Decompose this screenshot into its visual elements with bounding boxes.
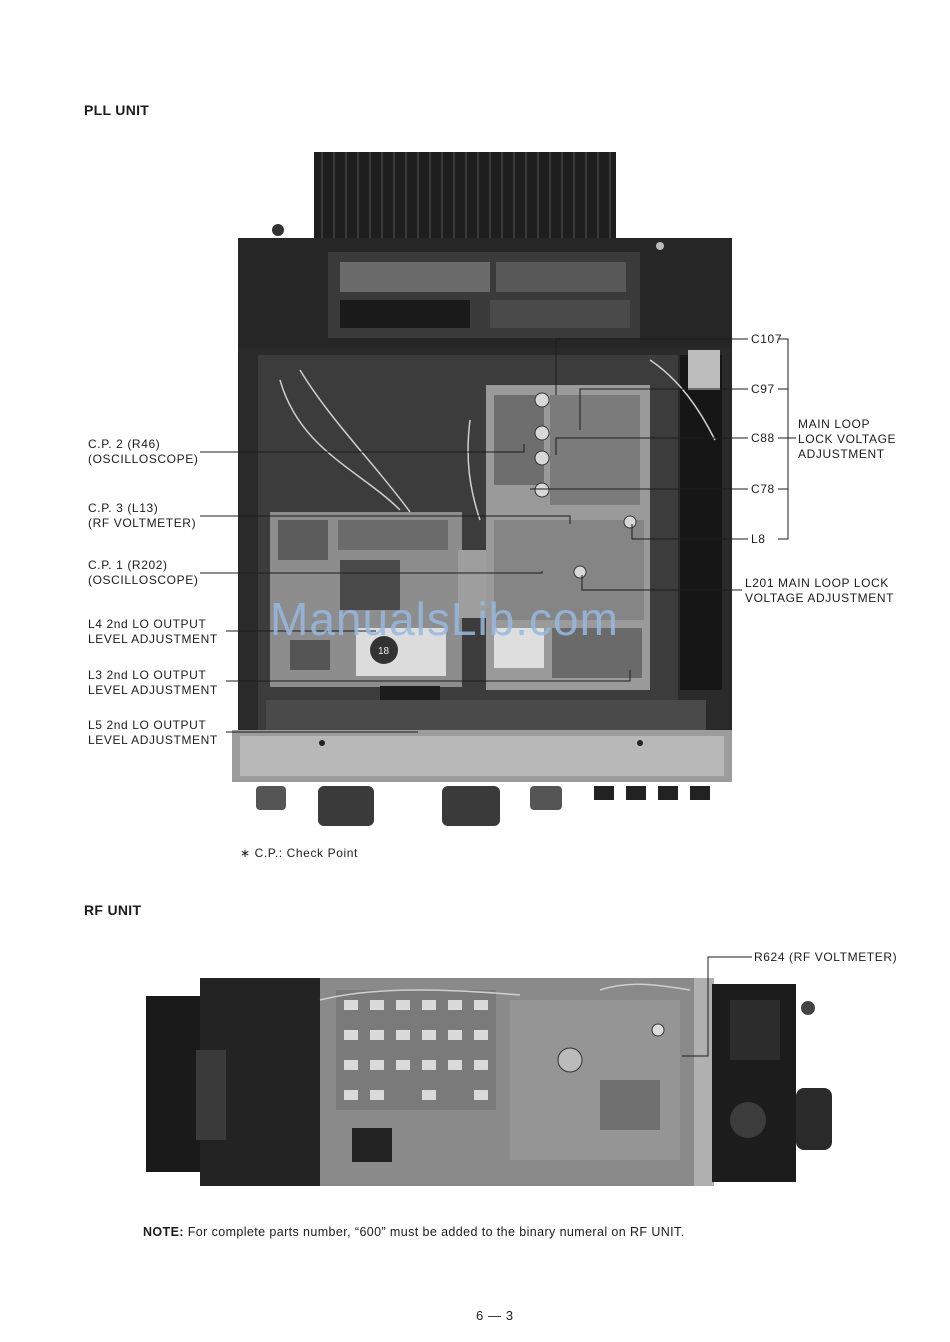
l3-label-line2: LEVEL ADJUSTMENT: [88, 683, 218, 697]
l8-label: L8: [751, 532, 766, 546]
chip-label: 18: [378, 646, 390, 657]
heatsink: [314, 152, 616, 242]
main-loop-line3: ADJUSTMENT: [798, 447, 885, 461]
r624-label: R624 (RF VOLTMETER): [754, 950, 898, 964]
c97-label: C97: [751, 382, 775, 396]
l4-label-line1: L4 2nd LO OUTPUT: [88, 617, 207, 631]
l201-label-line2: VOLTAGE ADJUSTMENT: [745, 591, 895, 605]
c88-label: C88: [751, 431, 775, 445]
c78-label: C78: [751, 482, 775, 496]
l5-label-line1: L5 2nd LO OUTPUT: [88, 718, 207, 732]
main-loop-label: MAIN LOOP LOCK VOLTAGE ADJUSTMENT: [798, 417, 896, 462]
main-loop-line2: LOCK VOLTAGE: [798, 432, 897, 446]
l3-label: L3 2nd LO OUTPUT LEVEL ADJUSTMENT: [88, 668, 218, 698]
l201-label: L201 MAIN LOOP LOCK VOLTAGE ADJUSTMENT: [745, 576, 894, 606]
l4-label-line2: LEVEL ADJUSTMENT: [88, 632, 218, 646]
cp2-label-line2: (OSCILLOSCOPE): [88, 452, 199, 466]
l5-label-line2: LEVEL ADJUSTMENT: [88, 733, 218, 747]
cp1-label-line1: C.P. 1 (R202): [88, 558, 168, 572]
cp1-label-line2: (OSCILLOSCOPE): [88, 573, 199, 587]
l201-label-line1: L201 MAIN LOOP LOCK: [745, 576, 889, 590]
cp2-label-line1: C.P. 2 (R46): [88, 437, 161, 451]
note-prefix: NOTE:: [143, 1225, 184, 1239]
c107-label: C107: [751, 332, 783, 346]
note: NOTE: For complete parts number, “600” m…: [143, 1225, 685, 1240]
cp2-label: C.P. 2 (R46) (OSCILLOSCOPE): [88, 437, 198, 467]
cp3-label-line2: (RF VOLTMETER): [88, 516, 197, 530]
l3-label-line1: L3 2nd LO OUTPUT: [88, 668, 207, 682]
watermark: ManualsLib.com: [270, 593, 619, 645]
rf-unit-heading: RF UNIT: [84, 902, 142, 918]
l4-label: L4 2nd LO OUTPUT LEVEL ADJUSTMENT: [88, 617, 218, 647]
pll-unit-heading: PLL UNIT: [84, 102, 150, 118]
cp3-label: C.P. 3 (L13) (RF VOLTMETER): [88, 501, 196, 531]
check-point-footnote: ∗ C.P.: Check Point: [240, 846, 358, 860]
main-loop-line1: MAIN LOOP: [798, 417, 871, 431]
page-number: 6 — 3: [476, 1308, 514, 1323]
cp3-label-line1: C.P. 3 (L13): [88, 501, 159, 515]
cp1-label: C.P. 1 (R202) (OSCILLOSCOPE): [88, 558, 198, 588]
l5-label: L5 2nd LO OUTPUT LEVEL ADJUSTMENT: [88, 718, 218, 748]
note-text: For complete parts number, “600” must be…: [183, 1225, 685, 1239]
